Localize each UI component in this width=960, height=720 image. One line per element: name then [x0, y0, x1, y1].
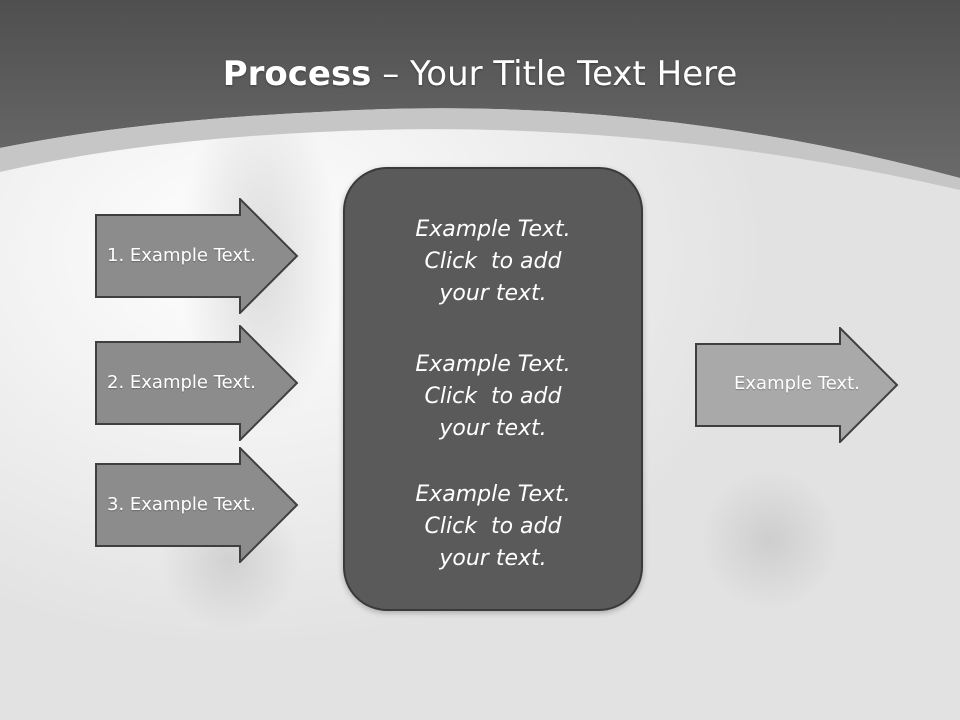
center-text-line: Example Text. [415, 352, 571, 377]
center-text-block-2: Example Text. Click to add your text. [345, 349, 641, 445]
center-text-line: Click to add [424, 384, 562, 409]
center-text-line: Example Text. [415, 482, 571, 507]
input-arrow-2: 2. Example Text. [95, 325, 299, 441]
title-bold-part: Process [222, 54, 372, 94]
center-text-block-1: Example Text. Click to add your text. [345, 214, 641, 310]
input-arrow-label: 2. Example Text. [107, 372, 256, 393]
center-text-line: your text. [439, 416, 547, 441]
arrow-shape [695, 327, 899, 443]
center-text-line: Click to add [424, 514, 562, 539]
center-process-box: Example Text. Click to add your text. Ex… [343, 167, 643, 611]
center-text-line: Example Text. [415, 217, 571, 242]
center-text-line: your text. [439, 546, 547, 571]
center-text-line: Click to add [424, 249, 562, 274]
arrow-shape [95, 325, 299, 441]
slide-title: Process – Your Title Text Here [0, 52, 960, 96]
arrow-shape [95, 198, 299, 314]
input-arrow-label: 1. Example Text. [107, 245, 256, 266]
center-text-block-3: Example Text. Click to add your text. [345, 479, 641, 575]
output-arrow: Example Text. [695, 327, 899, 443]
input-arrow-1: 1. Example Text. [95, 198, 299, 314]
center-text-line: your text. [439, 281, 547, 306]
input-arrow-label: 3. Example Text. [107, 494, 256, 515]
input-arrow-3: 3. Example Text. [95, 447, 299, 563]
title-rest-part: – Your Title Text Here [371, 54, 738, 94]
arrow-shape [95, 447, 299, 563]
output-arrow-label: Example Text. [734, 373, 860, 394]
